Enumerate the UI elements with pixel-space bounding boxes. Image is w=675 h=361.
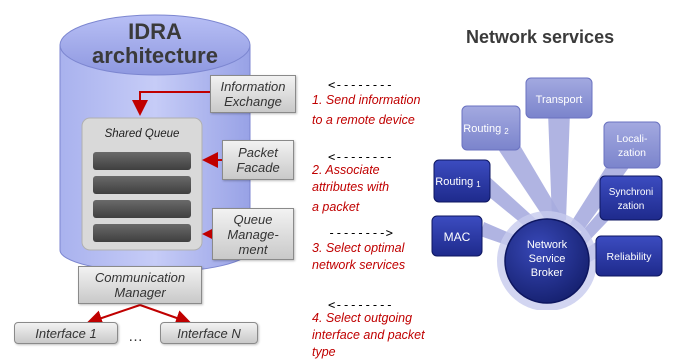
communication-manager-line1: Communication: [94, 270, 186, 285]
idra-diagram-svg: [59, 14, 251, 326]
step-3-line1: 3. Select optimal: [312, 241, 405, 255]
queue-slot: [93, 176, 191, 194]
queue-management-box: Queue Manage- ment: [212, 208, 294, 260]
idra-title-line1: IDRA: [128, 19, 182, 44]
service-routing1-label: Routing 1: [435, 176, 481, 189]
step-4-line3: type: [312, 345, 336, 359]
network-services-svg: Network Service Broker Transport Routing…: [431, 77, 663, 310]
packet-facade-box: Packet Facade: [222, 140, 294, 180]
step-1-arrow: <--------: [328, 78, 394, 92]
step-4-arrow: <--------: [328, 298, 394, 312]
service-mac-label: MAC: [444, 230, 471, 244]
queue-management-line2: Manage-: [227, 226, 279, 242]
step-4-line1: 4. Select outgoing: [312, 311, 413, 325]
queue-management-line3: ment: [238, 241, 268, 257]
arrow-routing2: [492, 132, 570, 236]
arrow-transport: [548, 112, 570, 220]
idra-title-line2: architecture: [92, 43, 218, 68]
step-1-text: 1. Send information to a remote device: [312, 92, 482, 129]
service-localization: Locali- zation: [603, 121, 661, 169]
service-synchronization-line2: zation: [618, 201, 645, 212]
communication-manager-box: Communication Manager: [78, 266, 202, 304]
service-transport: Transport: [525, 77, 593, 119]
interface-n-box: Interface N: [160, 322, 258, 344]
service-mac: MAC: [431, 215, 483, 257]
service-routing2-label: Routing 2: [463, 123, 509, 136]
step-2-line1: 2. Associate: [312, 163, 380, 177]
service-localization-line2: zation: [618, 147, 646, 159]
broker-circle: [504, 218, 590, 304]
step-4-line2: interface and packet: [312, 328, 425, 342]
queue-slot: [93, 224, 191, 242]
step-2-text: 2. Associate attributes with a packet: [312, 162, 482, 216]
information-exchange-line2: Exchange: [224, 94, 282, 109]
network-services-title: Network services: [466, 27, 615, 47]
queue-slot: [93, 152, 191, 170]
service-reliability: Reliability: [595, 235, 663, 277]
broker-line2: Service: [529, 253, 566, 265]
step-3-line2: network services: [312, 258, 406, 272]
packet-facade-line2: Facade: [236, 160, 280, 175]
cylinder-top: [59, 14, 251, 76]
interface-ellipsis: …: [128, 328, 143, 345]
interface-n-arrow: [139, 304, 192, 326]
communication-manager-line2: Manager: [114, 285, 166, 300]
information-exchange-line1: Information: [220, 79, 286, 94]
info-exchange-arrow: [132, 91, 210, 116]
broker-line1: Network: [527, 239, 568, 251]
packet-facade-line1: Packet: [238, 145, 278, 160]
interface-1-arrow: [86, 304, 141, 326]
step-2-arrow: <--------: [328, 150, 394, 164]
step-1-line1: 1. Send information: [312, 93, 421, 107]
step-4-text: 4. Select outgoing interface and packet …: [312, 310, 482, 361]
idra-title: IDRA architecture: [90, 20, 220, 68]
step-3-text: 3. Select optimal network services: [312, 240, 482, 274]
queue-slot: [93, 200, 191, 218]
interface-1-box: Interface 1: [14, 322, 118, 344]
step-2-line3: a packet: [312, 200, 360, 214]
step-3-arrow: -------->: [328, 226, 394, 240]
service-reliability-label: Reliability: [607, 251, 653, 263]
service-routing1: Routing 1: [433, 159, 491, 203]
step-1-line2: to a remote device: [312, 113, 415, 127]
information-exchange-box: Information Exchange: [210, 75, 296, 113]
service-synchronization: Synchroni zation: [599, 175, 663, 221]
queue-management-line1: Queue: [233, 211, 273, 227]
broker-line3: Broker: [531, 267, 564, 279]
step-2-line2: attributes with: [312, 180, 390, 194]
service-synchronization-line1: Synchroni: [609, 187, 653, 198]
service-localization-line1: Locali-: [617, 133, 648, 145]
service-routing2: Routing 2: [461, 105, 521, 151]
shared-queue-label: Shared Queue: [104, 128, 180, 140]
service-transport-label: Transport: [536, 94, 583, 106]
